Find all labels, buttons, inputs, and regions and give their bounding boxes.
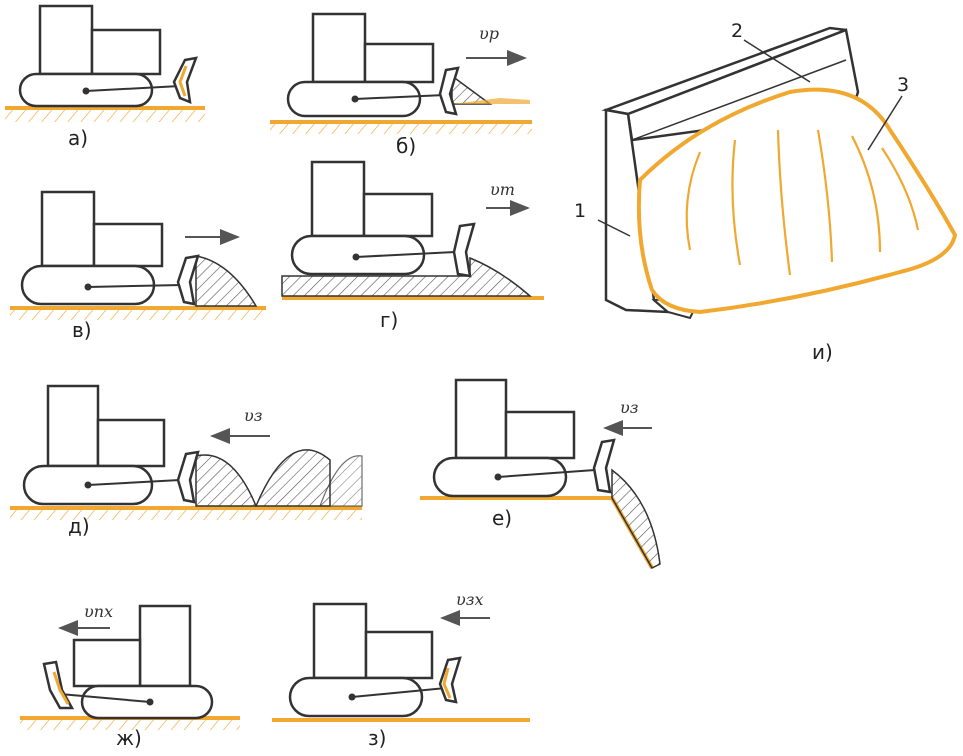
panel-e-velocity: υз xyxy=(620,398,639,417)
panel-g-velocity: υт xyxy=(490,180,515,199)
engine-hood xyxy=(92,222,164,268)
pivot xyxy=(348,693,356,701)
panel-zh-label: ж) xyxy=(116,726,142,750)
panel-i xyxy=(597,26,958,320)
panel-z xyxy=(272,602,530,722)
soil-prism-3d xyxy=(636,87,958,315)
blade xyxy=(438,66,460,116)
panel-g xyxy=(281,160,544,300)
ground-hatch xyxy=(10,510,362,520)
cabin xyxy=(138,604,192,688)
push-arm xyxy=(87,479,181,486)
panel-d xyxy=(10,384,363,520)
push-arm xyxy=(351,687,447,698)
cabin xyxy=(38,4,94,76)
blade xyxy=(176,450,200,504)
push-arm xyxy=(497,469,596,478)
panel-a xyxy=(5,4,205,122)
pivot xyxy=(82,87,90,95)
blade-fill xyxy=(178,65,188,97)
cabin xyxy=(454,378,508,460)
pivot xyxy=(84,283,92,291)
soil-prism xyxy=(195,255,258,307)
panel-e-label: е) xyxy=(492,506,513,530)
soil-prism-2 xyxy=(254,449,331,507)
engine-hood xyxy=(362,192,434,238)
ground-surface xyxy=(10,306,266,310)
cabin xyxy=(40,190,96,268)
panel-d-label: д) xyxy=(68,514,90,538)
push-arm xyxy=(355,251,456,258)
blade xyxy=(592,438,616,494)
ground-hatch xyxy=(20,720,240,730)
push-arm xyxy=(85,85,181,92)
engine-hood xyxy=(363,42,435,84)
cut-layer xyxy=(281,256,533,297)
pivot xyxy=(84,481,92,489)
blade xyxy=(172,56,198,104)
spilled-soil xyxy=(611,468,661,569)
push-arm xyxy=(354,94,446,100)
callout-1: 1 xyxy=(574,200,587,222)
panel-b xyxy=(270,12,532,134)
callout-line-1 xyxy=(597,219,631,237)
panel-b-velocity: υр xyxy=(479,24,499,43)
blade-fill xyxy=(52,671,70,705)
cabin xyxy=(46,384,100,468)
panel-e xyxy=(420,378,661,569)
panel-b-label: б) xyxy=(396,134,417,158)
blade xyxy=(452,222,476,278)
blade-fill xyxy=(442,667,452,699)
ground-surface xyxy=(10,506,362,510)
pivot xyxy=(494,473,502,481)
engine-hood xyxy=(364,630,434,680)
soil-prism xyxy=(451,74,493,105)
ground-hatch xyxy=(5,110,205,122)
blade xyxy=(176,254,200,306)
engine-hood xyxy=(72,638,142,688)
panel-i-label: и) xyxy=(812,340,833,364)
callout-3: 3 xyxy=(897,74,910,96)
cabin xyxy=(310,160,366,238)
ground-surface xyxy=(270,120,532,124)
engine-hood xyxy=(90,28,162,76)
soil-wedge xyxy=(452,98,530,104)
ground-surface xyxy=(5,106,205,110)
soil-prism-1 xyxy=(195,454,258,507)
soil-prism-3 xyxy=(319,455,363,507)
panel-a-label: а) xyxy=(68,126,89,150)
engine-hood xyxy=(504,410,576,460)
callout-line-3 xyxy=(867,95,903,151)
ground-surface xyxy=(282,296,544,300)
cabin xyxy=(312,602,368,680)
panel-zh-velocity: υпх xyxy=(84,602,114,621)
cabin xyxy=(311,12,367,84)
callout-2: 2 xyxy=(731,20,744,42)
blade xyxy=(438,656,462,704)
soil-prism-contours xyxy=(685,129,920,276)
panel-z-velocity: υзх xyxy=(456,590,484,609)
ground-surface xyxy=(272,718,530,722)
ground-hatch xyxy=(10,310,266,320)
callout-line-2 xyxy=(743,39,811,83)
engine-hood xyxy=(96,418,166,468)
blade-edge xyxy=(631,59,847,141)
panel-z-label: з) xyxy=(368,726,387,750)
panel-d-velocity: υз xyxy=(244,406,263,425)
pivot xyxy=(146,698,154,706)
push-arm xyxy=(87,284,183,288)
pivot xyxy=(351,95,359,103)
panel-g-label: г) xyxy=(380,308,399,332)
panel-v xyxy=(10,190,266,320)
push-arm xyxy=(59,693,151,703)
panel-v-label: в) xyxy=(72,318,92,342)
pivot xyxy=(352,253,360,261)
ground-hatch xyxy=(270,124,532,134)
panel-zh xyxy=(20,604,240,730)
